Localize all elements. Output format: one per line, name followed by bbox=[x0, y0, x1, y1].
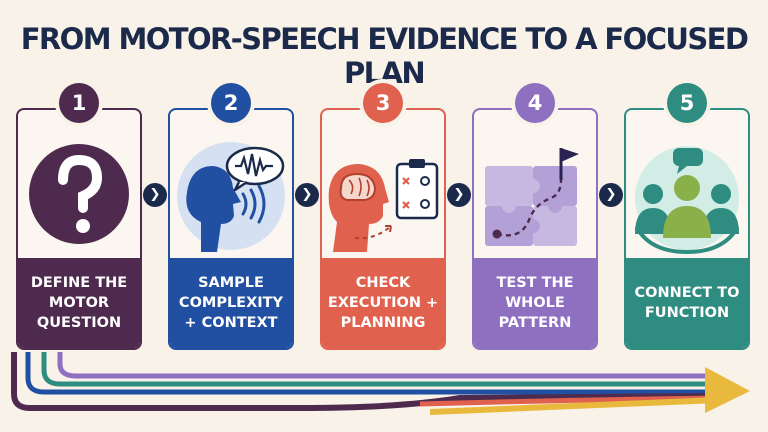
speaking-head-icon bbox=[171, 136, 291, 254]
step-5-number: 5 bbox=[667, 83, 707, 123]
chevron-right-icon: ❯ bbox=[143, 183, 167, 207]
chevron-right-icon: ❯ bbox=[447, 183, 471, 207]
step-3-number: 3 bbox=[363, 83, 403, 123]
question-mark-icon bbox=[19, 136, 139, 254]
step-3-label: CHECK EXECUTION + PLANNING bbox=[322, 258, 444, 348]
step-1-label: DEFINE THE MOTOR QUESTION bbox=[18, 258, 140, 348]
step-5: CONNECT TO FUNCTION 5 bbox=[624, 83, 750, 350]
step-1-number: 1 bbox=[59, 83, 99, 123]
step-1: DEFINE THE MOTOR QUESTION 1 bbox=[16, 83, 142, 350]
chevron-right-icon: ❯ bbox=[295, 183, 319, 207]
step-4-label: TEST THE WHOLE PATTERN bbox=[474, 258, 596, 348]
step-5-label: CONNECT TO FUNCTION bbox=[626, 258, 748, 348]
step-4-number: 4 bbox=[515, 83, 555, 123]
brain-clipboard-icon bbox=[323, 136, 443, 254]
step-2-label: SAMPLE COMPLEXITY + CONTEXT bbox=[170, 258, 292, 348]
chevron-right-icon: ❯ bbox=[599, 183, 623, 207]
group-chat-icon bbox=[627, 136, 747, 255]
step-2-number: 2 bbox=[211, 83, 251, 123]
step-4: TEST THE WHOLE PATTERN 4 bbox=[472, 83, 598, 350]
step-3: CHECK EXECUTION + PLANNING 3 bbox=[320, 83, 446, 350]
puzzle-flag-icon bbox=[475, 136, 595, 254]
flow-arrowhead bbox=[705, 367, 750, 413]
step-2: SAMPLE COMPLEXITY + CONTEXT 2 bbox=[168, 83, 294, 350]
page-title: FROM MOTOR-SPEECH EVIDENCE TO A FOCUSED … bbox=[20, 22, 749, 90]
